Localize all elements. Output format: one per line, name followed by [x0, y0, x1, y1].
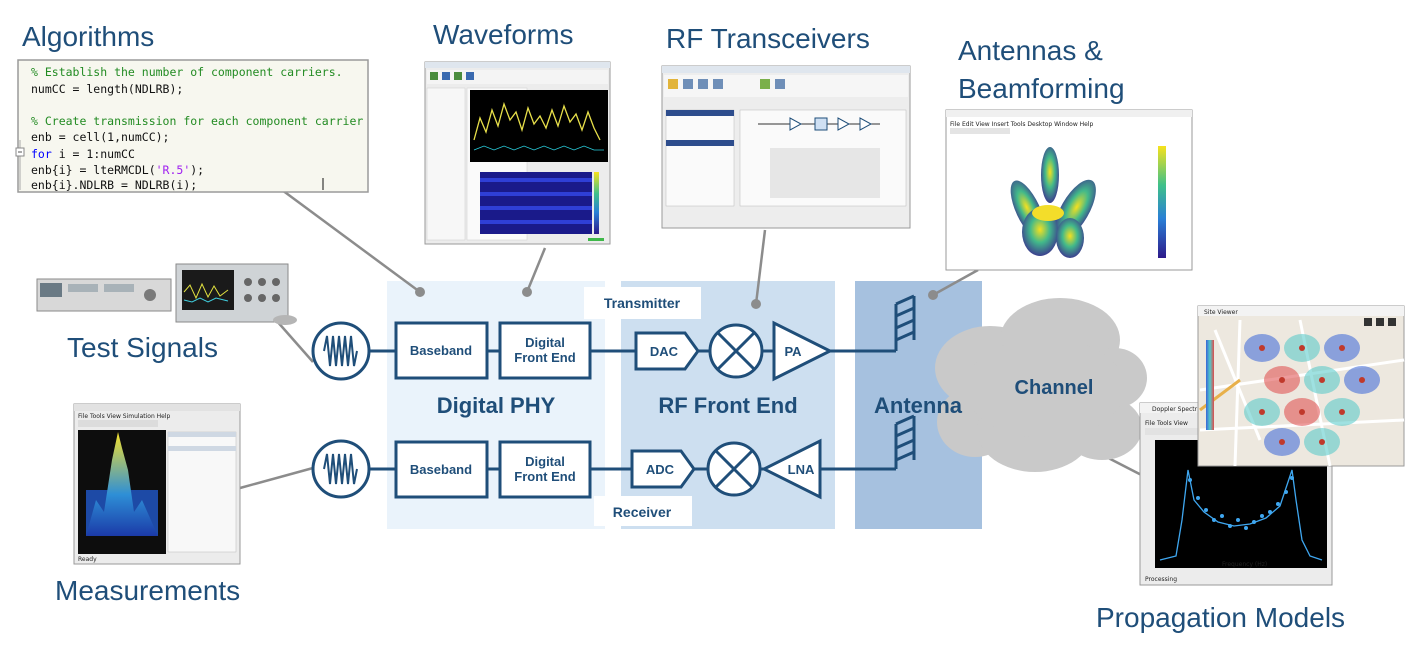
lna-label: LNA: [788, 462, 815, 477]
waveforms-title: Waveforms: [433, 19, 574, 50]
rx-mixer-icon: [706, 441, 762, 497]
transmitter-label: Transmitter: [604, 295, 681, 311]
adc-label: ADC: [646, 462, 675, 477]
pa-label: PA: [784, 344, 802, 359]
antennas-title-line2: Beamforming: [958, 73, 1125, 104]
tx-signal-source-icon: [311, 321, 371, 381]
dac-block: DAC: [634, 331, 700, 371]
baseband-tx-label: Baseband: [410, 343, 472, 358]
code-comment-1: % Establish the number of component carr…: [31, 65, 343, 79]
antenna-label: Antenna: [874, 393, 963, 418]
rx-antenna-icon: [894, 414, 916, 469]
tx-mixer-icon: [708, 323, 764, 379]
test-signals-title: Test Signals: [67, 332, 218, 363]
dfe-tx-label-2: Front End: [514, 350, 575, 365]
code-line-4: enb = cell(1,numCC);: [31, 130, 169, 144]
adc-block: ADC: [630, 449, 696, 489]
measurements-menu-bar: File Tools View Simulation Help: [78, 413, 171, 420]
dfe-tx-block: Digital Front End: [498, 321, 592, 380]
rf-transceivers-title: RF Transceivers: [666, 23, 870, 54]
antenna-pattern-screenshot: File Edit View Insert Tools Desktop Wind…: [945, 109, 1193, 271]
doppler-xlabel: Frequency (Hz): [1222, 561, 1267, 568]
pa-block: PA: [772, 320, 834, 382]
measurements-screenshot: File Tools View Simulation Help Ready: [73, 403, 241, 565]
baseband-tx-block: Baseband: [394, 321, 489, 380]
code-line-5: for i = 1:numCC: [31, 147, 135, 161]
channel-cloud: [935, 298, 1147, 472]
transmitter-tag: Transmitter: [584, 287, 701, 319]
baseband-rx-label: Baseband: [410, 462, 472, 477]
propagation-models-title: Propagation Models: [1096, 602, 1345, 633]
receiver-tag: Receiver: [594, 496, 692, 526]
measurements-status: Ready: [78, 556, 97, 563]
lna-block: LNA: [760, 438, 822, 500]
dfe-rx-block: Digital Front End: [498, 440, 592, 499]
doppler-status: Processing: [1145, 576, 1177, 583]
doppler-title: Doppler Spectrum: [1152, 406, 1207, 413]
rx-signal-source-icon: [311, 439, 371, 499]
dac-label: DAC: [650, 344, 679, 359]
baseband-rx-block: Baseband: [394, 440, 489, 499]
antenna-menu-bar: File Edit View Insert Tools Desktop Wind…: [950, 121, 1094, 128]
code-line-7: enb{i}.NDLRB = NDLRB(i);: [31, 178, 197, 192]
digital-phy-label: Digital PHY: [437, 393, 556, 418]
code-line-6: enb{i} = lteRMCDL('R.5');: [31, 163, 204, 177]
site-viewer-screenshot: Site Viewer: [1197, 305, 1405, 467]
dfe-tx-label-1: Digital: [525, 335, 565, 350]
receiver-label: Receiver: [613, 504, 672, 520]
measurements-title: Measurements: [55, 575, 240, 606]
site-viewer-title: Site Viewer: [1204, 309, 1238, 316]
dfe-rx-label-1: Digital: [525, 454, 565, 469]
algorithms-title: Algorithms: [22, 21, 154, 52]
channel-label: Channel: [1015, 377, 1094, 399]
code-comment-2: % Create transmission for each component…: [31, 114, 363, 128]
tx-antenna-icon: [894, 294, 916, 351]
algorithms-code-panel: % Establish the number of component carr…: [15, 59, 369, 193]
rf-transceivers-screenshot: [661, 65, 911, 229]
doppler-menu-bar: File Tools View: [1145, 420, 1188, 427]
dfe-rx-label-2: Front End: [514, 469, 575, 484]
rf-front-end-label: RF Front End: [658, 393, 797, 418]
signal-chain-wires: [370, 349, 896, 471]
waveforms-screenshot: [424, 61, 611, 245]
test-instruments: [36, 263, 297, 325]
antennas-title-line1: Antennas &: [958, 35, 1103, 66]
code-line-2: numCC = length(NDLRB);: [31, 82, 183, 96]
